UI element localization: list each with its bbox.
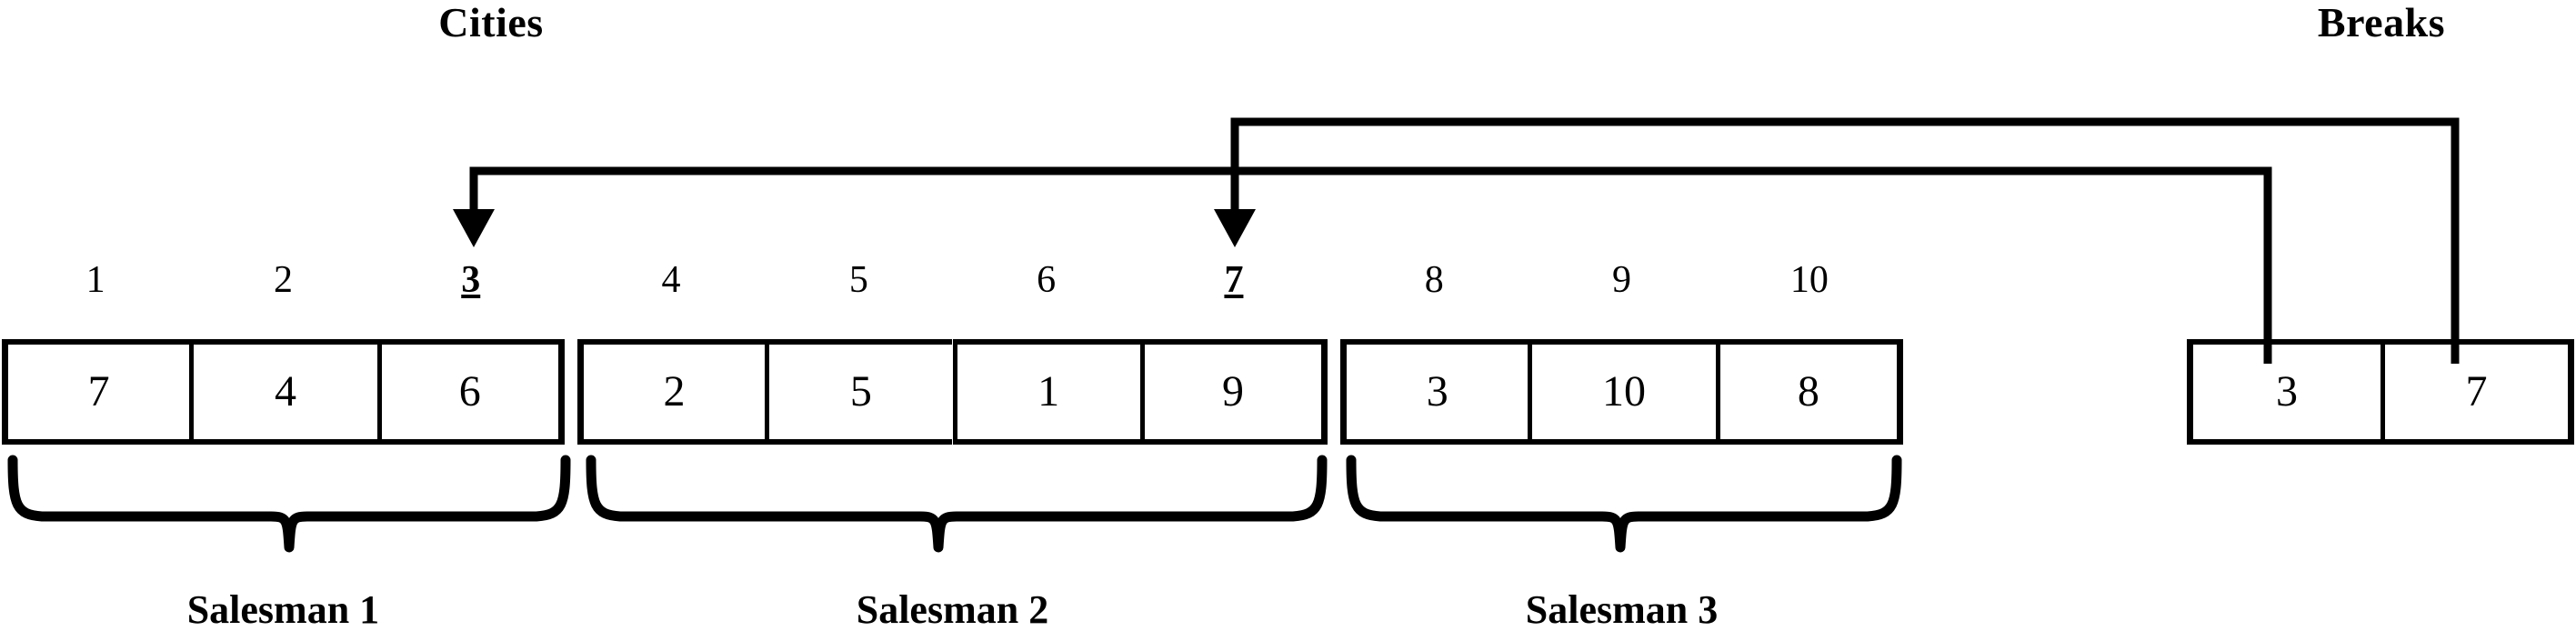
city-index-5: 5	[848, 259, 868, 301]
cities-title: Cities	[438, 0, 544, 45]
brace-salesman-2	[586, 455, 1328, 553]
city-cell-6[interactable]: 1	[952, 339, 1140, 445]
city-cell-8[interactable]: 3	[1340, 339, 1529, 445]
city-cell-4[interactable]: 2	[576, 339, 766, 445]
city-index-1: 1	[85, 259, 105, 301]
city-index-7: 7	[1224, 259, 1244, 301]
break-cell-2[interactable]: 7	[2381, 339, 2574, 445]
city-cell-2[interactable]: 4	[189, 339, 377, 445]
salesman-label-3: Salesman 3	[1525, 587, 1719, 632]
city-cell-1[interactable]: 7	[2, 339, 190, 445]
city-cell-10[interactable]: 8	[1715, 339, 1903, 445]
break-cell-1[interactable]: 3	[2187, 339, 2381, 445]
city-cell-3[interactable]: 6	[376, 339, 565, 445]
city-index-6: 6	[1037, 259, 1057, 301]
city-index-3: 3	[461, 259, 481, 301]
city-index-10: 10	[1789, 259, 1829, 301]
arrow-break2-to-city7-path	[1230, 117, 2460, 364]
salesman-label-1: Salesman 1	[186, 587, 380, 632]
brace-salesman-1	[7, 455, 571, 553]
brace-salesman-3	[1346, 455, 1902, 553]
city-cell-5[interactable]: 5	[765, 339, 953, 445]
city-index-8: 8	[1424, 259, 1444, 301]
salesman-label-2: Salesman 2	[856, 587, 1049, 632]
city-cell-7[interactable]: 9	[1139, 339, 1328, 445]
city-cell-9[interactable]: 10	[1528, 339, 1716, 445]
city-index-4: 4	[661, 259, 681, 301]
city-index-9: 9	[1612, 259, 1632, 301]
city-index-2: 2	[273, 259, 293, 301]
arrowhead-city3	[453, 209, 495, 247]
breaks-title: Breaks	[2317, 0, 2446, 45]
arrowhead-city7	[1214, 209, 1256, 247]
